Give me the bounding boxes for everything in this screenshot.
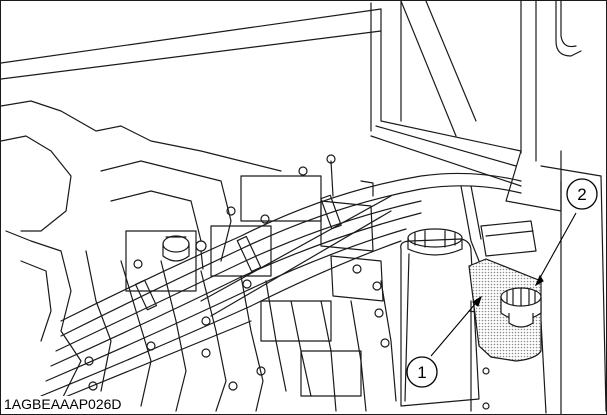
callout-1-number: 1 <box>417 363 426 382</box>
callout-1: 1 <box>406 356 438 388</box>
callout-2-number: 2 <box>577 185 586 204</box>
figure-code-label: 1AGBEAAAP026D <box>4 396 124 412</box>
callout-2: 2 <box>566 178 598 210</box>
